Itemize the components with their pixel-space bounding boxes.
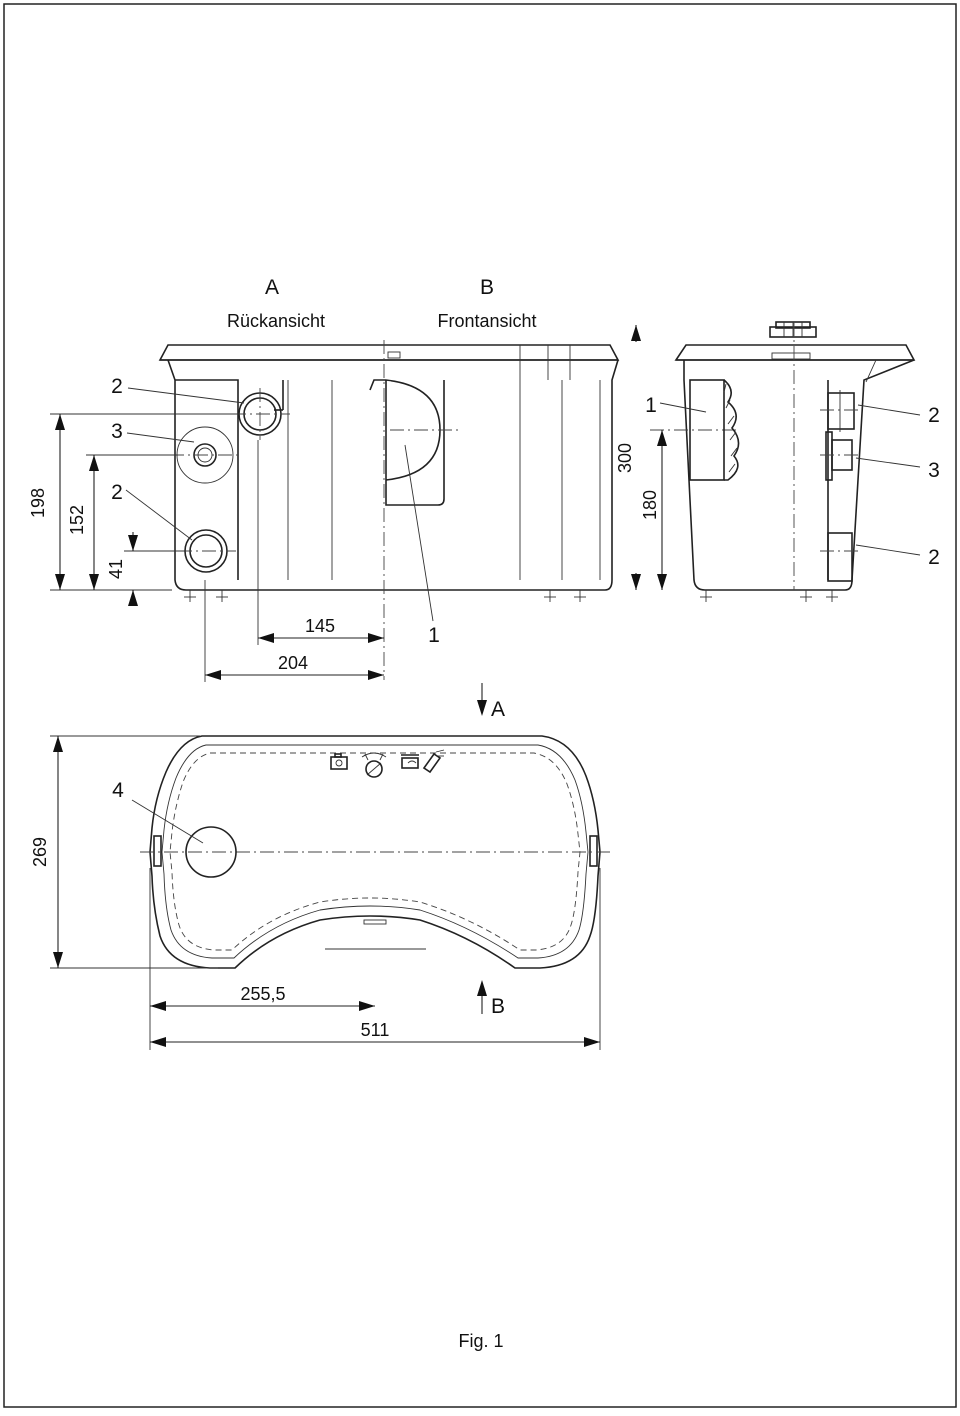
- tool-icon: [422, 749, 445, 774]
- callout-front-1: 1: [428, 624, 440, 647]
- elevation-view: [125, 340, 620, 680]
- callout-side-top-2: 2: [928, 404, 940, 427]
- callout-back-3: 3: [111, 420, 123, 443]
- callout-side-1: 1: [645, 394, 657, 417]
- dim-269: 269: [30, 837, 50, 867]
- callout-side-3: 3: [928, 459, 940, 482]
- dim-180: 180: [640, 490, 660, 520]
- figure-caption: Fig. 1: [458, 1331, 503, 1351]
- callout-plan-4: 4: [112, 779, 124, 802]
- view-arrow-a: A: [491, 698, 505, 721]
- plan-view: [50, 735, 614, 1050]
- view-a-name: Rückansicht: [227, 311, 325, 331]
- callout-back-bottom-2: 2: [111, 481, 123, 504]
- view-direction-arrows: [477, 683, 487, 1014]
- callout-back-top-2: 2: [111, 375, 123, 398]
- dim-145: 145: [305, 616, 335, 636]
- dim-204: 204: [278, 653, 308, 673]
- dim-152: 152: [67, 505, 87, 535]
- dim-41: 41: [106, 559, 126, 579]
- view-b-name: Frontansicht: [437, 311, 536, 331]
- elevation-dimensions: [50, 413, 384, 682]
- dim-255-5: 255,5: [240, 984, 285, 1004]
- battery-icon: [401, 754, 419, 769]
- side-view: [631, 321, 921, 602]
- camera-icon: [330, 753, 348, 770]
- view-b-letter: B: [480, 276, 494, 299]
- rotate-knob-icon: [361, 752, 387, 778]
- view-a-letter: A: [265, 276, 279, 299]
- view-arrow-b: B: [491, 995, 505, 1018]
- dim-198: 198: [28, 488, 48, 518]
- dim-300: 300: [615, 443, 635, 473]
- callout-side-bottom-2: 2: [928, 546, 940, 569]
- page-border: [3, 3, 957, 1408]
- dim-511: 511: [361, 1020, 390, 1040]
